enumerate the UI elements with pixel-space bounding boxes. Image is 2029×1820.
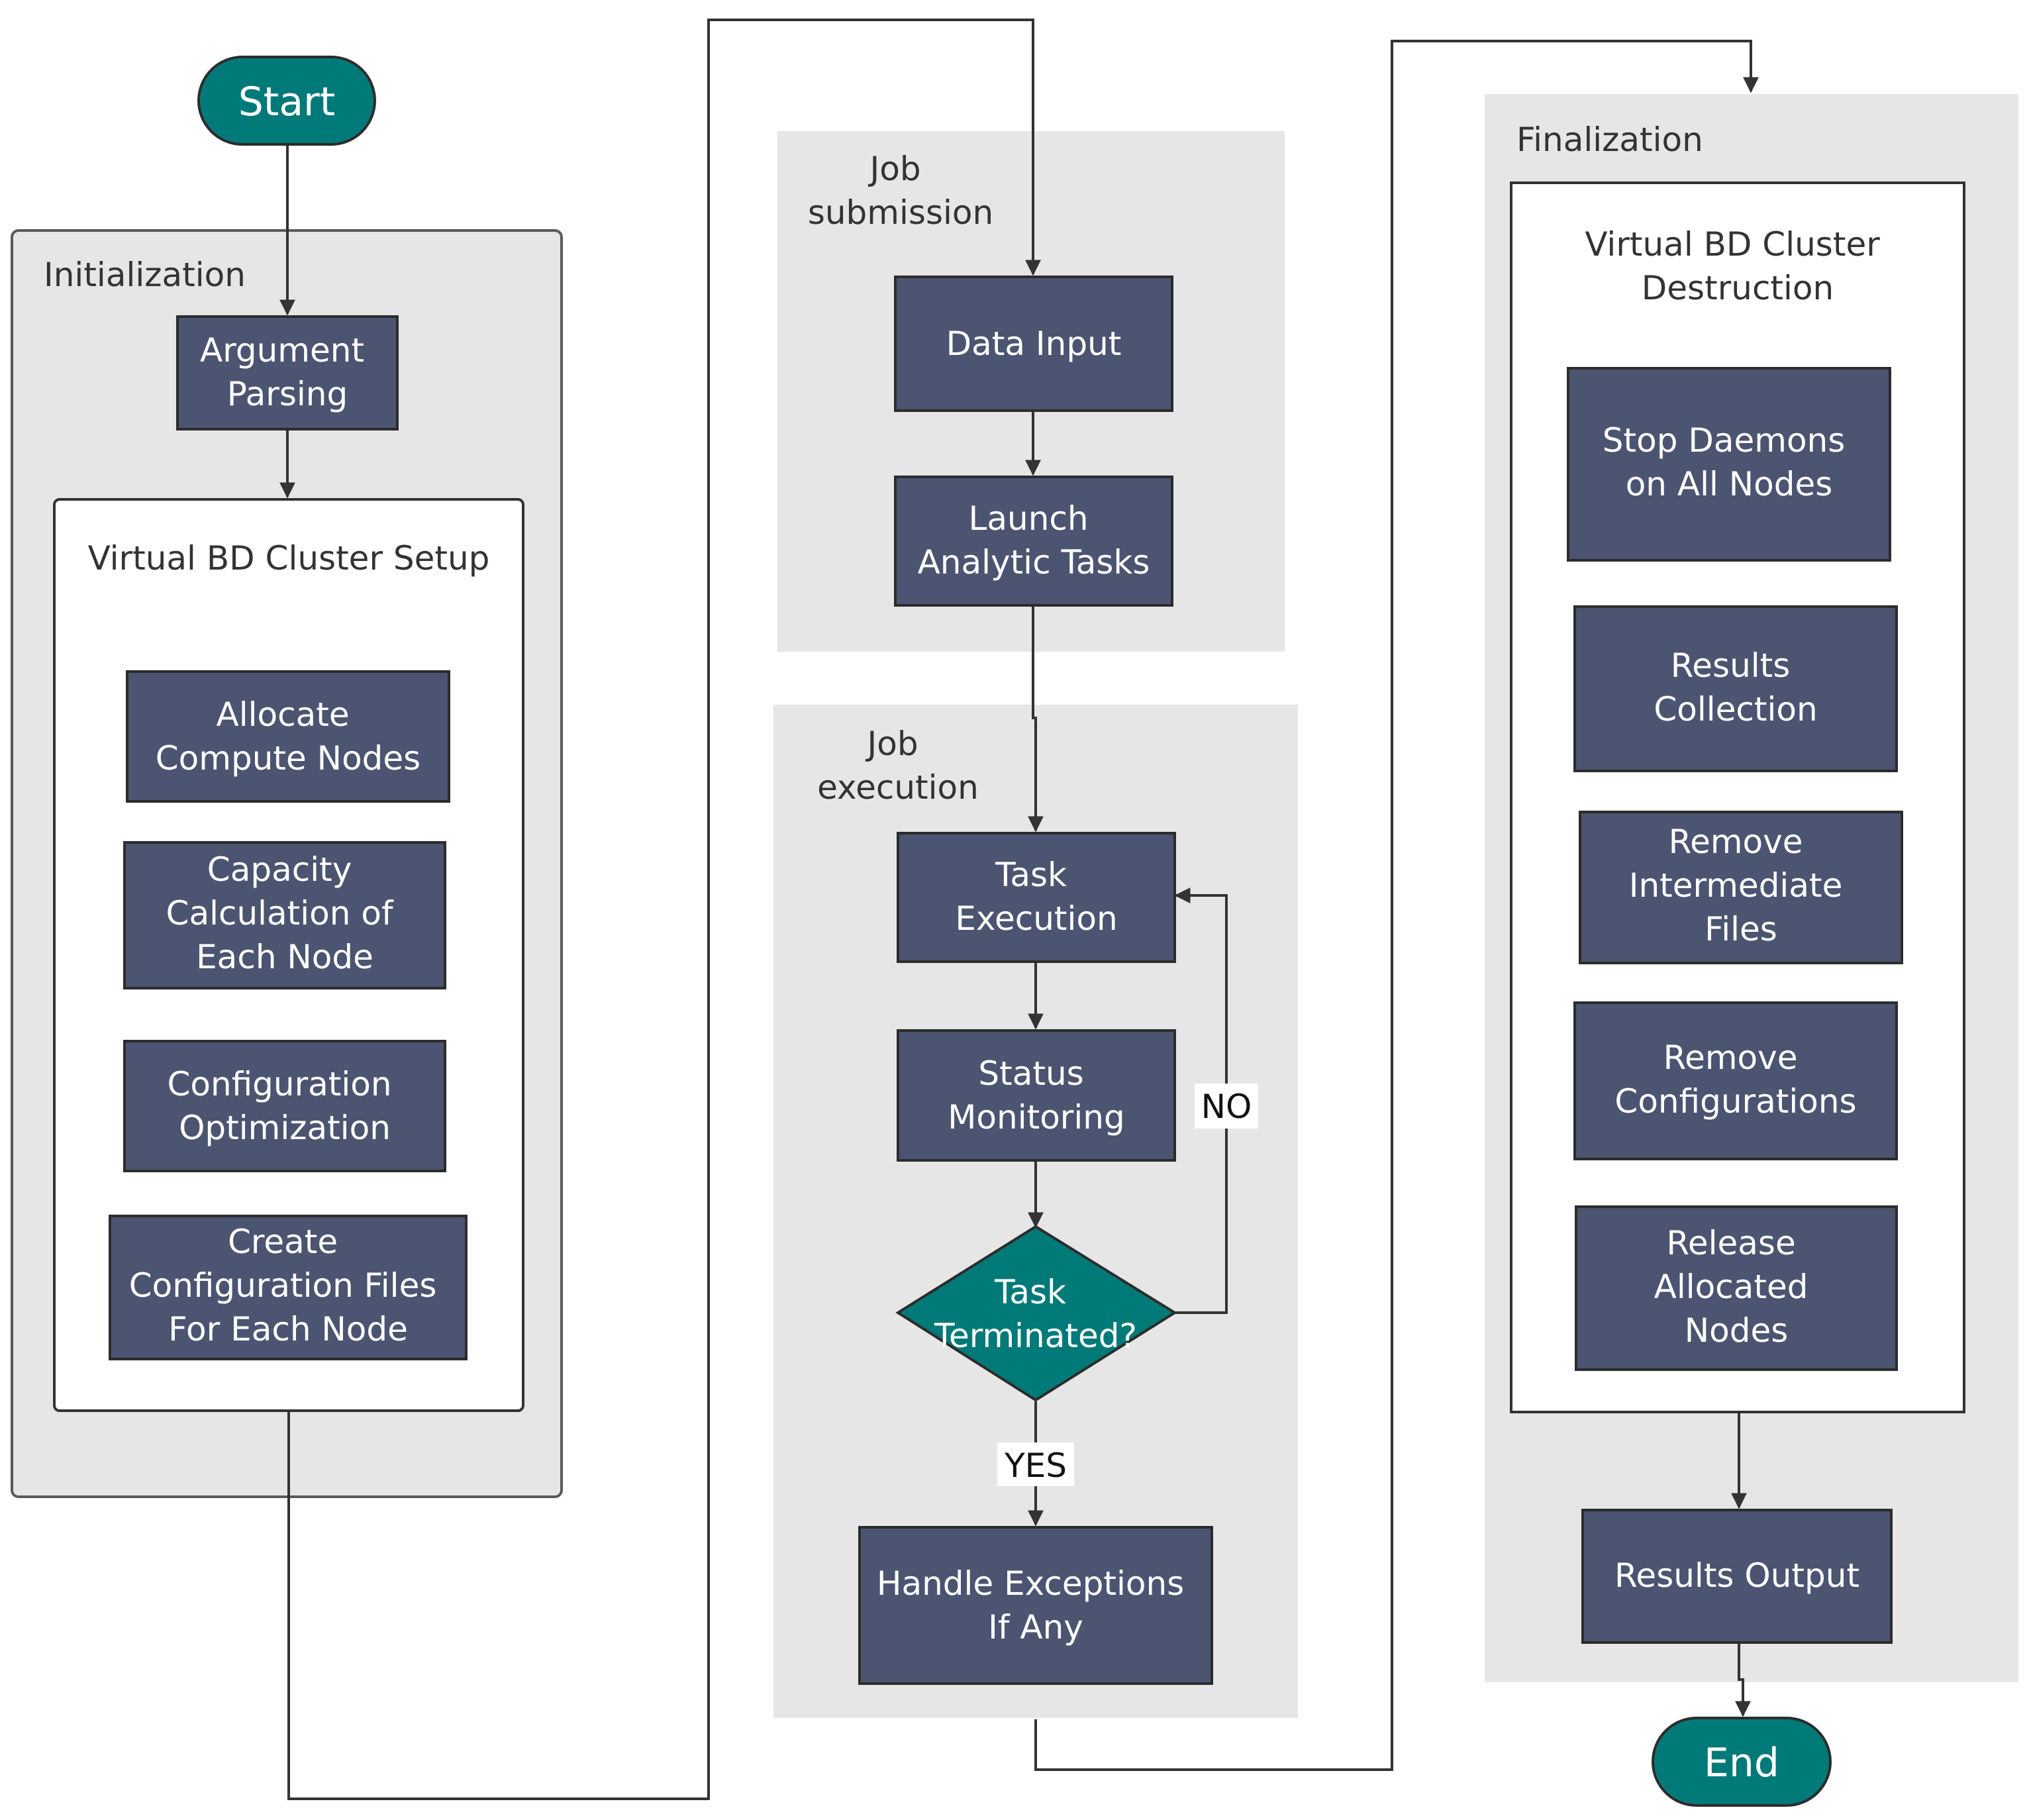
create-configuration-files-box[interactable]: Create Configuration Files For Each Node [109, 1215, 468, 1360]
edge-launch-to-task-execution [1028, 605, 1044, 833]
capacity-calculation-box[interactable]: Capacity Calculation of Each Node [123, 841, 446, 989]
section-label-finalization: Finalization [1516, 121, 1703, 159]
svg-text:Argument Parsing: Argument Parsing [200, 331, 375, 413]
group-label-cluster-setup: Virtual BD Cluster Setup [88, 539, 490, 578]
remove-configurations-box[interactable]: Remove Configurations [1573, 1001, 1898, 1160]
task-terminated-decision[interactable]: Task Terminated? [895, 1225, 1177, 1402]
svg-text:Remove Intermediate: Remove Intermediate Files [1629, 823, 1854, 948]
section-label-initialization: Initialization [44, 256, 246, 294]
section-label-job-execution: Job execution [817, 725, 979, 807]
release-allocated-nodes-box[interactable]: Release Allocated Nodes [1575, 1205, 1898, 1371]
svg-text:Status Monitoring: Status Monitoring [948, 1054, 1124, 1137]
svg-text:Allocate Compute Nodes: Allocate Compute Nodes [156, 695, 421, 778]
data-input-box[interactable]: Data Input [894, 276, 1173, 412]
svg-text:Remove Configurations: Remove Configurations [1614, 1038, 1856, 1121]
edge-label-yes: YES [997, 1442, 1074, 1486]
edge-output-to-end [1735, 1643, 1751, 1717]
allocate-compute-nodes-box[interactable]: Allocate Compute Nodes [126, 670, 450, 803]
section-label-job-submission: Job submission [808, 150, 993, 232]
results-collection-box[interactable]: Results Collection [1573, 605, 1898, 772]
configuration-optimization-box[interactable]: Configuration Optimization [123, 1040, 446, 1172]
svg-text:Start: Start [238, 79, 336, 125]
svg-text:End: End [1704, 1740, 1779, 1786]
svg-text:Launch Analytic Tasks: Launch Analytic Tasks [918, 499, 1150, 581]
svg-text:Stop Daemons on All Node: Stop Daemons on All Nodes [1603, 421, 1856, 503]
edge-execution-to-finalization [1034, 40, 1759, 1771]
edge-label-no: NO [1195, 1084, 1258, 1129]
handle-exceptions-box[interactable]: Handle Exceptions If Any [858, 1526, 1213, 1685]
group-label-cluster-destruction: Virtual BD Cluster Destruction [1585, 225, 1890, 307]
svg-text:Release Allocated: Release Allocated Nodes [1654, 1224, 1819, 1350]
svg-text:Handle Exceptions If Any: Handle Exceptions If Any [877, 1564, 1195, 1646]
edge-setup-to-data-input [287, 19, 1041, 1800]
start-terminal[interactable]: Start [197, 56, 376, 146]
svg-text:Create Configuration Fil: Create Configuration Files For Each Node [129, 1223, 448, 1348]
argument-parsing-box[interactable]: Argument Parsing [176, 315, 399, 430]
svg-text:Task Terminated?: Task Terminated? [934, 1273, 1137, 1355]
stop-daemons-box[interactable]: Stop Daemons on All Nodes [1567, 367, 1891, 562]
remove-intermediate-files-box[interactable]: Remove Intermediate Files [1579, 811, 1903, 964]
svg-text:Task Execution: Task Execution [955, 856, 1117, 938]
svg-text:YES: YES [1004, 1446, 1067, 1485]
svg-text:Data Input: Data Input [946, 325, 1122, 363]
task-execution-box[interactable]: Task Execution [897, 832, 1176, 963]
svg-text:Capacity Calculation of: Capacity Calculation of Each Node [166, 850, 404, 976]
results-output-box[interactable]: Results Output [1581, 1509, 1893, 1644]
launch-analytic-tasks-box[interactable]: Launch Analytic Tasks [894, 476, 1173, 607]
svg-text:Results Collection: Results Collection [1654, 646, 1817, 729]
end-terminal[interactable]: End [1652, 1717, 1832, 1807]
svg-text:NO: NO [1201, 1087, 1252, 1126]
svg-text:Results Output: Results Output [1614, 1556, 1859, 1595]
svg-text:Configuration Optimizati: Configuration Optimization [168, 1065, 403, 1147]
status-monitoring-box[interactable]: Status Monitoring [897, 1029, 1176, 1162]
